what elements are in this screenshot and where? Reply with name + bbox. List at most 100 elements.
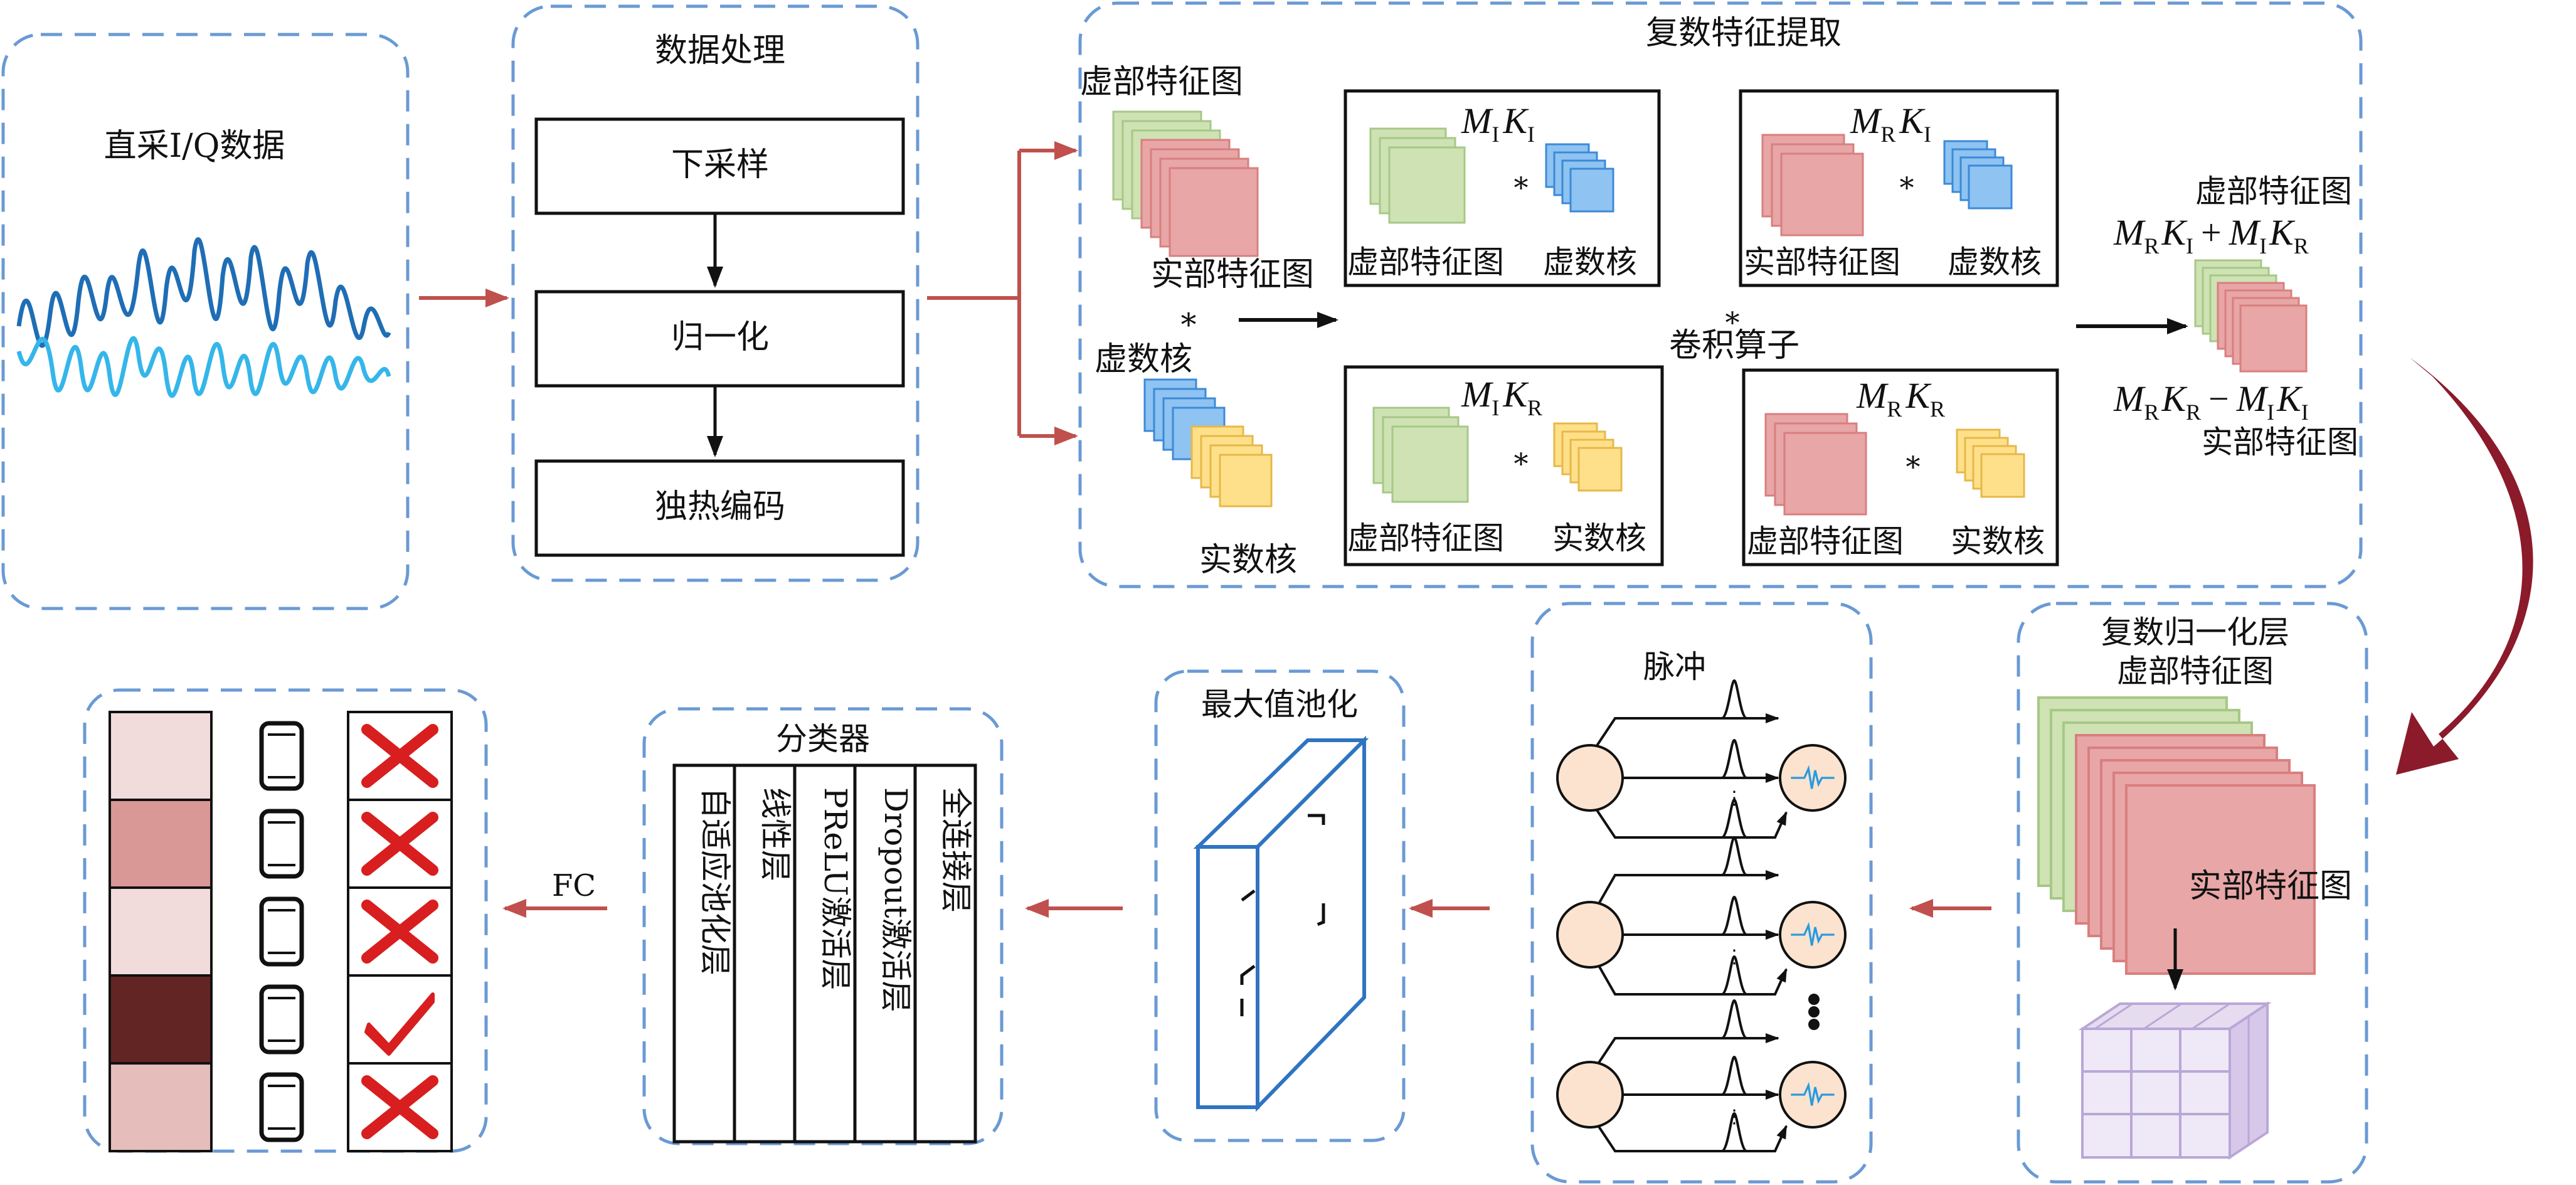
- complex-feature-panel: 复数特征提取 虚部特征图 实部特征图 * 虚数核 实数核: [1078, 1, 2363, 588]
- op3-kernel-label: 实数核: [1552, 520, 1646, 556]
- op2-fmap-label: 实部特征图: [1744, 244, 1900, 280]
- neuron-out-1: [1779, 744, 1847, 812]
- classifier-layer-5: 全连接层: [938, 787, 974, 913]
- norm-title: 复数归一化层: [2101, 614, 2289, 651]
- norm-feature-stack: [2037, 696, 2316, 975]
- neuron-group-2: ⋮: [1556, 836, 1847, 996]
- left-kernel-stack: [1143, 378, 1273, 507]
- classifier-layer-3: PReLU激活层: [817, 787, 854, 991]
- output-panel: [83, 688, 488, 1153]
- pool-panel: 最大值池化: [1154, 669, 1406, 1142]
- op4-kernel-label: 实数核: [1951, 523, 2045, 560]
- out-imag-label: 虚部特征图: [2195, 173, 2352, 210]
- neuron-out-3: [1779, 1061, 1847, 1129]
- raw-data-title: 直采I/Q数据: [104, 127, 285, 165]
- neuron-in-3: [1556, 1061, 1624, 1129]
- norm-panel: 复数归一化层 虚部特征图 实部特征图: [2017, 602, 2368, 1184]
- left-real-fmap-label: 实部特征图: [1151, 256, 1314, 294]
- step-box-normalize: [534, 290, 905, 388]
- complex-feature-title: 复数特征提取: [1646, 14, 1842, 52]
- fc-label: FC: [552, 868, 596, 903]
- phone-icon: [259, 984, 304, 1055]
- output-shade-4: [109, 974, 213, 1065]
- step-box-onehot: [534, 459, 905, 557]
- svg-text:⋮: ⋮: [1725, 787, 1744, 809]
- cross-icon: [361, 812, 438, 876]
- classifier-title: 分类器: [776, 721, 870, 757]
- check-icon: [364, 992, 435, 1056]
- preprocess-title: 数据处理: [655, 32, 785, 70]
- left-feature-stack: [1112, 110, 1259, 257]
- eq-imag: MRKI+MIKR: [2113, 212, 2309, 258]
- op3-fmap-label: 虚部特征图: [1347, 520, 1504, 556]
- output-shade-3: [109, 886, 213, 977]
- neuron-group-1: ⋮: [1556, 679, 1847, 839]
- step-normalize: 归一化: [671, 319, 769, 356]
- phone-icon: [259, 896, 304, 967]
- phone-icon: [259, 1072, 304, 1142]
- svg-text:⋮: ⋮: [1725, 1106, 1744, 1128]
- op1-fmap-label: 虚部特征图: [1347, 244, 1504, 280]
- cross-icon: [361, 900, 438, 964]
- pool-title: 最大值池化: [1201, 686, 1358, 723]
- eq-real: MRKR−MIKI: [2113, 378, 2309, 425]
- op2-kernel-label: 虚数核: [1948, 244, 2042, 280]
- left-star: *: [1181, 307, 1197, 343]
- svg-text:*: *: [1906, 450, 1921, 484]
- pool-block: [1193, 735, 1369, 1112]
- op4-fmap-label: 虚部特征图: [1747, 523, 1904, 560]
- output-rows: [109, 711, 453, 1152]
- svg-text:*: *: [1514, 171, 1529, 205]
- left-imag-kernel-label: 虚数核: [1095, 341, 1192, 378]
- output-shade-2: [109, 799, 213, 889]
- cross-icon: [361, 724, 438, 788]
- classifier-panel: 分类器 自适应池化层 线性层 PReLU激活层 Dropout激活层 全连接层: [642, 707, 1004, 1145]
- norm-real-label: 实部特征图: [2189, 868, 2352, 905]
- preprocess-panel: 数据处理 下采样 归一化 独热编码: [511, 4, 920, 582]
- svg-text:*: *: [1514, 447, 1529, 481]
- neuron-group-3: ⋮: [1556, 999, 1847, 1152]
- big-curve-arrow: [2396, 358, 2533, 775]
- out-real-label: 实部特征图: [2202, 424, 2358, 460]
- svg-text:*: *: [1900, 171, 1914, 205]
- neuron-ellipsis: [1808, 994, 1820, 1030]
- op1-kernel-label: 虚数核: [1543, 244, 1637, 280]
- snn-panel: 脉冲 ⋮ ⋮: [1530, 602, 1873, 1184]
- result-cell-4: [347, 974, 453, 1065]
- norm-cube: [2078, 1001, 2272, 1160]
- classifier-layer-2: 线性层: [757, 787, 793, 881]
- left-real-kernel-label: 实数核: [1199, 541, 1297, 579]
- cross-icon: [361, 1075, 438, 1139]
- neuron-out-2: [1779, 901, 1847, 969]
- classifier-layer-1: 自适应池化层: [697, 787, 733, 975]
- phone-icon: [259, 721, 304, 791]
- step-downsample: 下采样: [671, 146, 769, 184]
- neuron-in-1: [1556, 744, 1624, 812]
- flow-arrow-2: [927, 141, 1078, 445]
- step-onehot: 独热编码: [655, 488, 785, 526]
- center-star: *: [1725, 306, 1740, 339]
- conv-op-label: 卷积算子: [1669, 327, 1799, 364]
- neuron-in-2: [1556, 901, 1624, 969]
- output-shade-1: [109, 711, 213, 801]
- norm-imag-label: 虚部特征图: [2117, 653, 2274, 689]
- output-shade-5: [109, 1062, 213, 1152]
- left-imag-fmap-label: 虚部特征图: [1080, 63, 1243, 101]
- iq-waveform: [16, 237, 391, 398]
- snn-pulse-label: 脉冲: [1643, 649, 1706, 685]
- svg-text:⋮: ⋮: [1725, 946, 1744, 968]
- phone-icon: [259, 809, 304, 879]
- classifier-layer-4: Dropout激活层: [877, 787, 914, 1012]
- raw-data-panel: 直采I/Q数据: [1, 33, 410, 610]
- step-box-downsample: [534, 117, 905, 215]
- output-feature-stack: [2194, 259, 2308, 373]
